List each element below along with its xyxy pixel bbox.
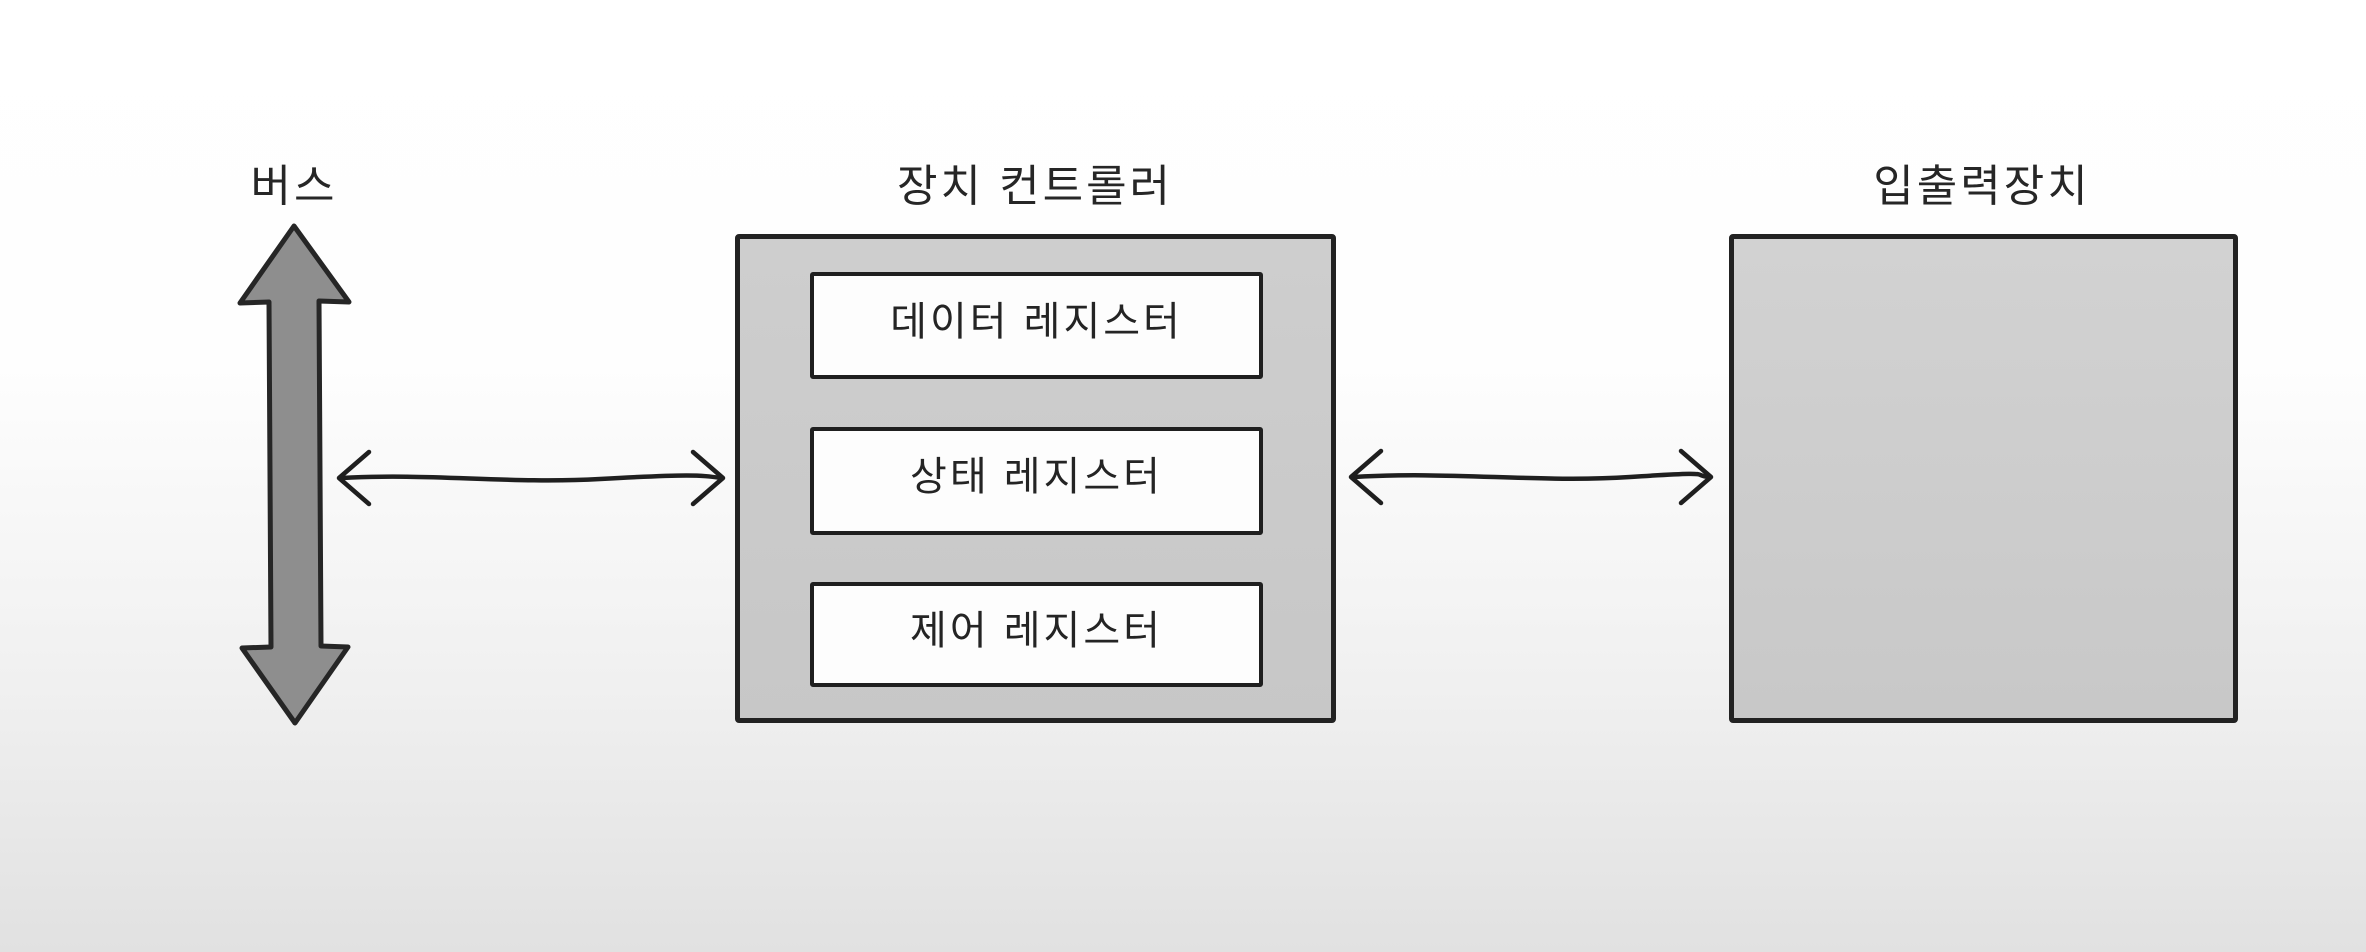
control-register-box: 제어 레지스터 [810, 582, 1263, 687]
control-register-label: 제어 레지스터 [910, 608, 1163, 653]
data-register-label: 데이터 레지스터 [890, 299, 1183, 344]
controller-io-arrow-icon [1348, 448, 1714, 506]
device-controller-box: 데이터 레지스터 상태 레지스터 제어 레지스터 [735, 234, 1336, 723]
bus-double-arrow-icon [237, 223, 352, 726]
io-device-box [1729, 234, 2238, 723]
status-register-label: 상태 레지스터 [910, 455, 1163, 499]
status-register-box: 상태 레지스터 [810, 427, 1263, 535]
data-register-box: 데이터 레지스터 [810, 272, 1263, 379]
device-controller-title: 장치 컨트롤러 [896, 162, 1174, 211]
io-device-title: 입출력장치 [1873, 162, 2091, 211]
bus-label: 버스 [250, 162, 338, 211]
bus-controller-arrow-icon [336, 449, 726, 507]
